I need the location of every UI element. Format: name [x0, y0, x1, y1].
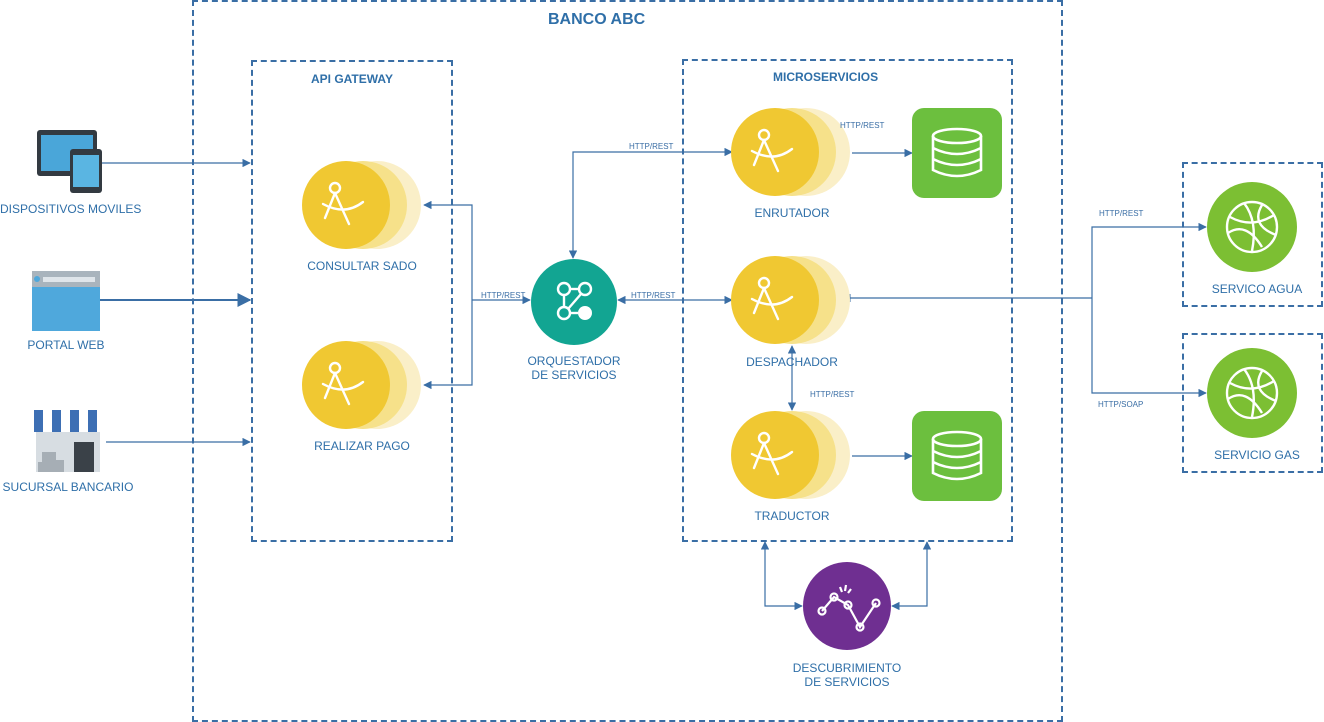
compass-icon	[730, 255, 854, 350]
microservices-title: MICROSERVICIOS	[773, 70, 879, 84]
tablet-phone-icon	[36, 128, 104, 199]
compass-icon	[301, 160, 425, 255]
protocol-agua: HTTP/REST	[1099, 209, 1144, 218]
service-traductor-label: TRADUCTOR	[754, 509, 830, 523]
globe-icon	[1206, 181, 1298, 278]
microservices-frame	[682, 59, 1013, 542]
edge-pago-orch	[423, 300, 473, 390]
diagram-title: BANCO ABC	[548, 11, 646, 28]
globe-icon	[1206, 347, 1298, 444]
database-icon	[912, 411, 1002, 506]
discovery-label-line2: DE SERVICIOS	[804, 675, 890, 689]
edge-orch-enrutador	[568, 147, 733, 259]
orchestrator-label-line1: ORQUESTADOR	[527, 354, 621, 368]
edge-trunk-gas	[1091, 298, 1207, 398]
protocol-orchestrator-despachador: HTTP/REST	[631, 291, 676, 300]
service-despachador-label: DESPACHADOR	[746, 355, 838, 369]
banco-abc-frame	[192, 0, 1063, 722]
protocol-enrutador-db: HTTP/REST	[840, 121, 885, 130]
external-gas-label: SERVICIO GAS	[1214, 448, 1300, 462]
external-gas-frame	[1182, 333, 1323, 473]
external-agua-frame	[1182, 162, 1323, 307]
api-gateway-title: API GATEWAY	[310, 72, 393, 86]
analytics-icon	[802, 561, 892, 656]
compass-icon	[301, 340, 425, 435]
service-pago-label: REALIZAR PAGO	[314, 439, 410, 453]
protocol-orchestrator-enrutador: HTTP/REST	[629, 142, 674, 151]
edge-discovery-right	[891, 541, 932, 611]
edge-discovery-left	[760, 541, 803, 611]
protocol-gateway-orchestrator: HTTP/REST	[481, 291, 526, 300]
service-consultar-label: CONSULTAR SADO	[307, 259, 417, 273]
protocol-despachador-traductor: HTTP/REST	[810, 390, 855, 399]
compass-icon	[730, 107, 854, 202]
protocol-gas: HTTP/SOAP	[1098, 400, 1144, 409]
share-network-icon	[530, 258, 618, 351]
client-mobile-label: DISPOSITIVOS MOVILES	[0, 202, 142, 216]
orchestrator-label-line2: DE SERVICIOS	[531, 368, 617, 382]
storefront-icon	[32, 408, 104, 479]
discovery-label-line1: DESCUBRIMIENTO	[792, 661, 902, 675]
edge-trunk-agua	[1091, 222, 1207, 298]
external-agua-label: SERVICO AGUA	[1211, 282, 1303, 296]
edge-consultar-orch	[423, 200, 473, 300]
client-web-label: PORTAL WEB	[27, 338, 105, 352]
compass-icon	[730, 410, 854, 505]
browser-window-icon	[31, 270, 101, 337]
api-gateway-frame	[251, 60, 453, 542]
database-icon	[912, 108, 1002, 203]
service-enrutador-label: ENRUTADOR	[754, 206, 830, 220]
client-branch-label: SUCURSAL BANCARIO	[2, 480, 134, 494]
